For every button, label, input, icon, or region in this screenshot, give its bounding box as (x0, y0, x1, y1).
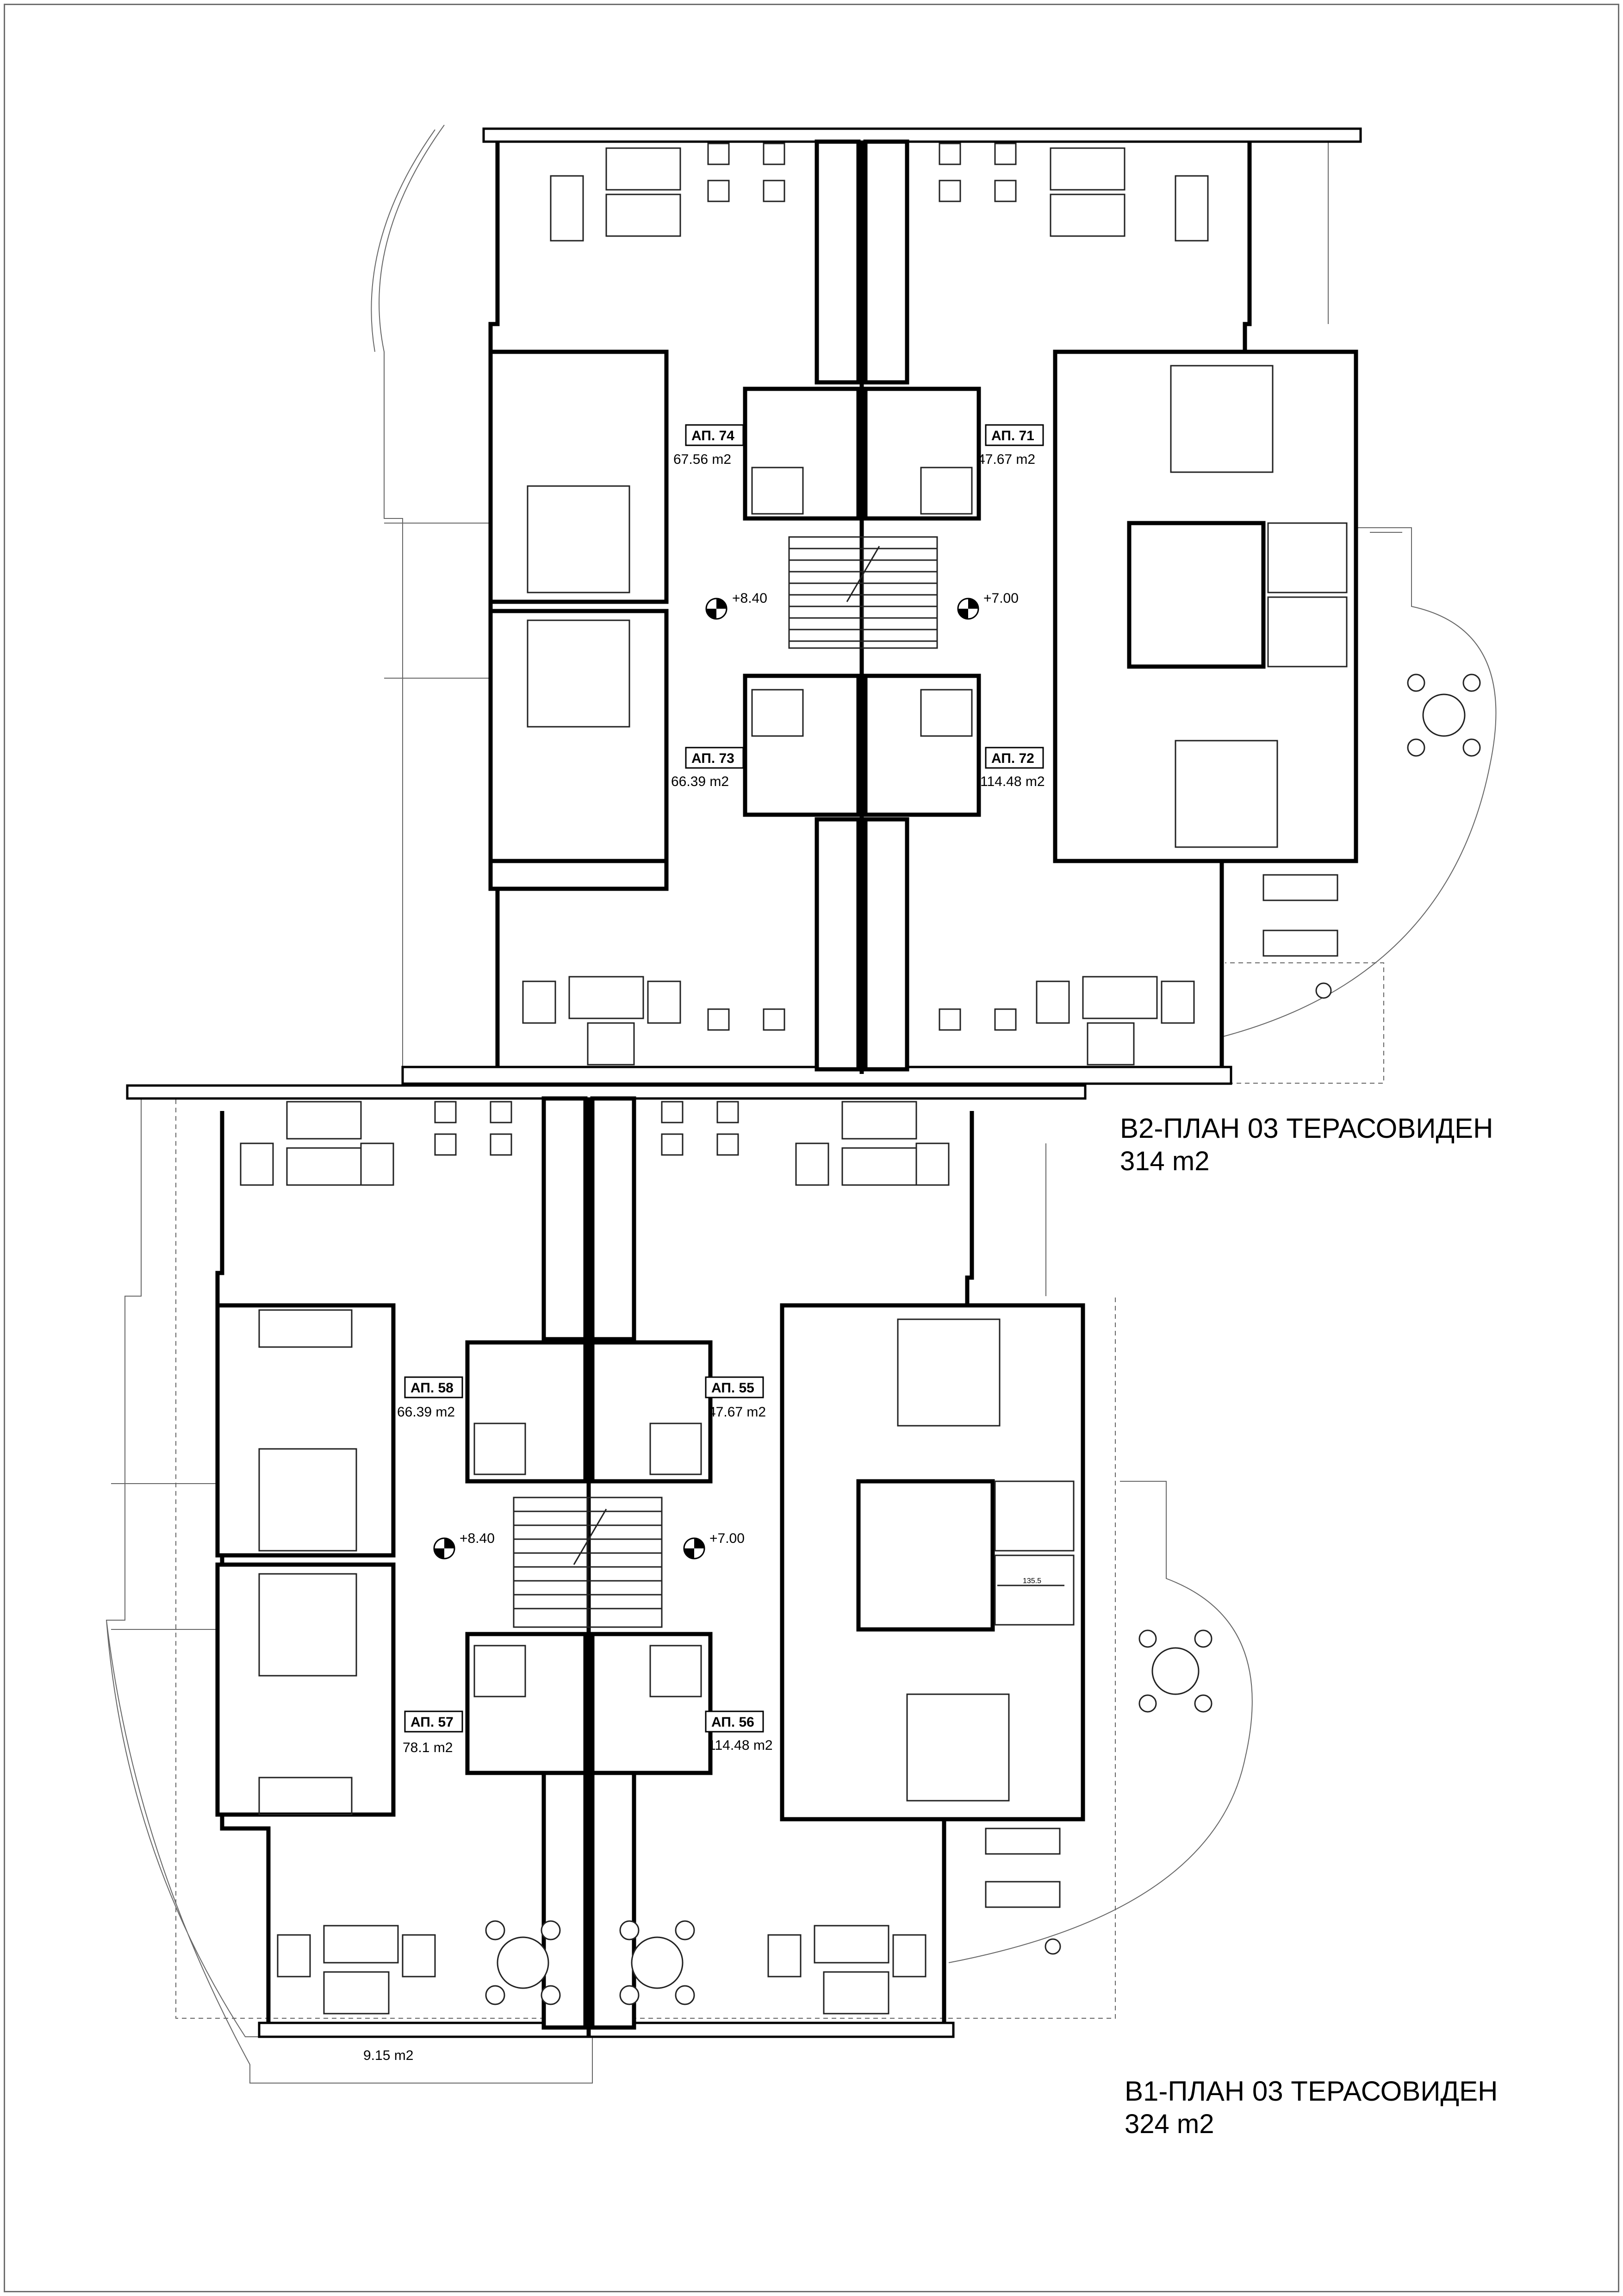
apt-58-area: 66.39 m2 (397, 1404, 455, 1420)
apt-57-area: 78.1 m2 (403, 1740, 453, 1755)
b1-dimension: 135.5 (1023, 1577, 1041, 1585)
apt-74-area: 67.56 m2 (673, 452, 731, 467)
apt-71-area: 47.67 m2 (977, 452, 1035, 467)
level-marker-b2-right (957, 598, 979, 620)
b2-plan-area: 314 m2 (1120, 1146, 1209, 1176)
b1-stair (513, 1497, 663, 1628)
b2-floor-plan (371, 125, 1497, 1085)
apt-71-label: АП. 71 (991, 428, 1034, 443)
level-marker-b1-left (433, 1537, 455, 1560)
page-border (4, 4, 1619, 2292)
apt-73-area: 66.39 m2 (671, 774, 729, 789)
b1-plan-title: В1-ПЛАН 03 ТЕРАСОВИДЕН (1125, 2076, 1498, 2107)
apt-55-label: АП. 55 (711, 1380, 754, 1396)
apt-56-label: АП. 56 (711, 1715, 754, 1730)
apt-55-area: 47.67 m2 (708, 1404, 766, 1420)
apt-72-area: 114.48 m2 (980, 774, 1045, 789)
b2-plan-title: В2-ПЛАН 03 ТЕРАСОВИДЕН (1120, 1113, 1493, 1144)
b2-stair (788, 536, 938, 649)
b1-level-right: +7.00 (709, 1531, 745, 1546)
apt-72-label: АП. 72 (991, 751, 1034, 766)
b1-level-left: +8.40 (460, 1531, 495, 1546)
level-marker-b1-right (683, 1537, 705, 1560)
level-marker-b2-left (705, 598, 728, 620)
b1-plan-area: 324 m2 (1125, 2109, 1214, 2139)
b2-level-left: +8.40 (732, 591, 767, 606)
apt-74-label: АП. 74 (691, 428, 734, 443)
apt-57-label: АП. 57 (410, 1715, 454, 1730)
b1-terrace-area: 9.15 m2 (363, 2048, 413, 2063)
b1-floor-plan (106, 1084, 1253, 2084)
apt-73-label: АП. 73 (691, 751, 734, 766)
b2-level-right: +7.00 (983, 591, 1019, 606)
apt-56-area: 114.48 m2 (708, 1738, 773, 1753)
apt-58-label: АП. 58 (410, 1380, 454, 1396)
